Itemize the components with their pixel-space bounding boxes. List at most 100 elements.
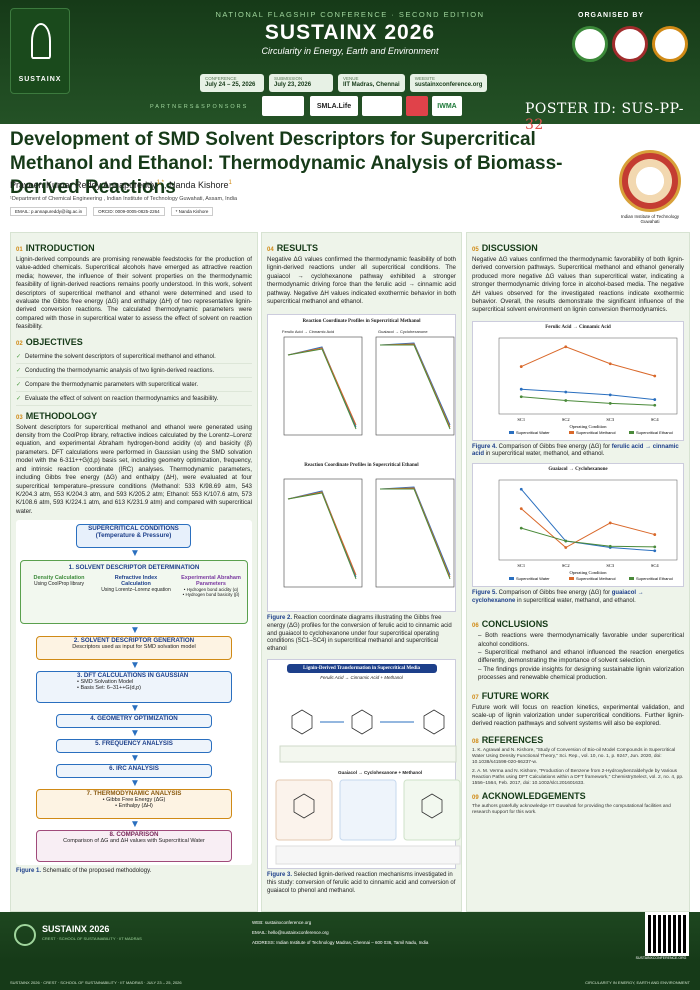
data-point (653, 374, 657, 378)
figure-3: Lignin-Derived Transformation in Supercr… (267, 659, 461, 870)
footer-email[interactable]: EMAIL: hello@sustainxconference.org (252, 930, 329, 935)
check-icon: ✓ (16, 367, 22, 374)
data-point (653, 549, 657, 553)
series-line (520, 508, 655, 549)
legend-label: Supercritical Methanol (576, 576, 616, 581)
data-point (653, 533, 657, 537)
legend-swatch (629, 430, 634, 434)
partner-logo-3 (362, 96, 402, 116)
arrow-down-icon: ▼ (130, 778, 140, 790)
figure-1-caption: Figure 1. Schematic of the proposed meth… (16, 868, 152, 875)
corr-author: * Nanda Kishore (170, 207, 214, 216)
series-line (521, 388, 655, 400)
data-point (564, 345, 568, 349)
footer-bottom-left: SUSTAINX 2026 · CREST · SCHOOL OF SUSTAI… (10, 980, 182, 985)
data-point (653, 398, 657, 401)
series-line (521, 527, 655, 548)
arrow-down-icon: ▼ (130, 625, 140, 637)
x-axis-label: Operating Condition (569, 424, 607, 429)
conference-edition: NATIONAL FLAGSHIP CONFERENCE · SECOND ED… (215, 10, 485, 19)
flow-top: SUPERCRITICAL CONDITIONS(Temperature & P… (76, 524, 191, 549)
chart1-title: Ferulic Acid → Cinnamic Acid (545, 324, 611, 330)
objective-item: ✓Conducting the thermodynamic analysis o… (16, 364, 252, 378)
x-axis-label: Operating Condition (569, 570, 607, 575)
data-point (564, 546, 568, 549)
ferulic-mechanism (279, 709, 457, 763)
method-text: Solvent descriptors for supercritical me… (16, 423, 252, 515)
objective-item: ✓Evaluate the effect of solvent on react… (16, 392, 252, 406)
chart2-title: Guaiacol → Cyclohexanone (548, 467, 608, 473)
legend-swatch (629, 577, 634, 581)
partner-logo-4 (406, 96, 428, 116)
data-point (608, 544, 612, 548)
series-line (520, 488, 655, 552)
iitm-seal-icon (652, 26, 688, 62)
footer-bottom-right: CIRCULARITY IN ENERGY, EARTH AND ENVIRON… (585, 980, 690, 985)
orcid-link[interactable]: ORCID: 0009-0005-0825-2264 (93, 207, 165, 216)
figure-2: Reaction Coordinate Profiles in Supercri… (267, 314, 456, 613)
flow-step-5: 5. FREQUENCY ANALYSIS (56, 739, 212, 754)
legend-swatch (509, 577, 514, 581)
email-link[interactable]: EMAIL: p.annapureddy@iitg.ac.in (10, 207, 88, 216)
data-point (608, 521, 612, 525)
legend-swatch (569, 577, 574, 581)
legend-label: Supercritical Water (516, 430, 550, 435)
x-tick-label: SC1 (517, 563, 525, 568)
series-line (521, 346, 655, 377)
check-icon: ✓ (16, 381, 22, 388)
data-point (519, 395, 523, 398)
arrow-down-icon: ▼ (130, 703, 140, 715)
footer-web[interactable]: WEB: sustainxconference.org (252, 920, 312, 925)
data-point (653, 545, 657, 549)
qr-label: SUSTAINXCONFERENCE.ORG (635, 956, 687, 960)
methodology-flowchart: SUPERCRITICAL CONDITIONS(Temperature & P… (16, 520, 252, 866)
mech-mid-label: Guaiacol → Cyclohexanone + Methanol (338, 770, 423, 776)
data-point (519, 526, 523, 530)
iitg-seal-icon (619, 150, 681, 212)
data-point (653, 403, 657, 407)
sustainx-logo: SUSTAINX (10, 8, 70, 94)
organised-by: ORGANISED BY (578, 12, 645, 19)
crest-seal-icon (572, 26, 608, 62)
conclusion-item: – Both reactions were thermodynamically … (478, 632, 684, 648)
reference-item: 1. K. Agrawal and N. Kishore, "Study of … (472, 747, 676, 765)
x-tick-label: SC3 (606, 417, 615, 422)
series-line (521, 396, 655, 406)
mech-subtitle: Ferulic Acid → Cinnamic Acid + Methanol (320, 675, 403, 681)
reference-item: 2. A. M. Verma and N. Kishore, "Producti… (472, 768, 684, 786)
abraham-box: Experimental Abraham Parameters• Hydroge… (181, 575, 241, 598)
legend-swatch (509, 430, 514, 434)
guaiacol-mechanism (275, 779, 461, 865)
objective-item: ✓Determine the solvent descriptors of su… (16, 350, 252, 364)
data-point (608, 362, 612, 365)
x-tick-label: SC4 (651, 417, 660, 422)
plot-methanol-title: Reaction Coordinate Profiles in Supercri… (302, 319, 421, 325)
objective-item: ✓Compare the thermodynamic parameters wi… (16, 378, 252, 392)
check-icon: ✓ (16, 395, 22, 402)
legend-label: Supercritical Ethanol (636, 576, 673, 581)
qr-code-icon[interactable] (645, 912, 689, 956)
methanol-profile-plot (283, 337, 455, 436)
future-text: Future work will focus on reaction kinet… (472, 703, 684, 728)
figure-5-caption: Figure 5. Comparison of Gibbs free energ… (472, 590, 644, 604)
x-tick-label: SC4 (651, 563, 660, 568)
footer-band: SUSTAINX 2026 CREST · SCHOOL OF SUSTAINA… (0, 912, 700, 962)
